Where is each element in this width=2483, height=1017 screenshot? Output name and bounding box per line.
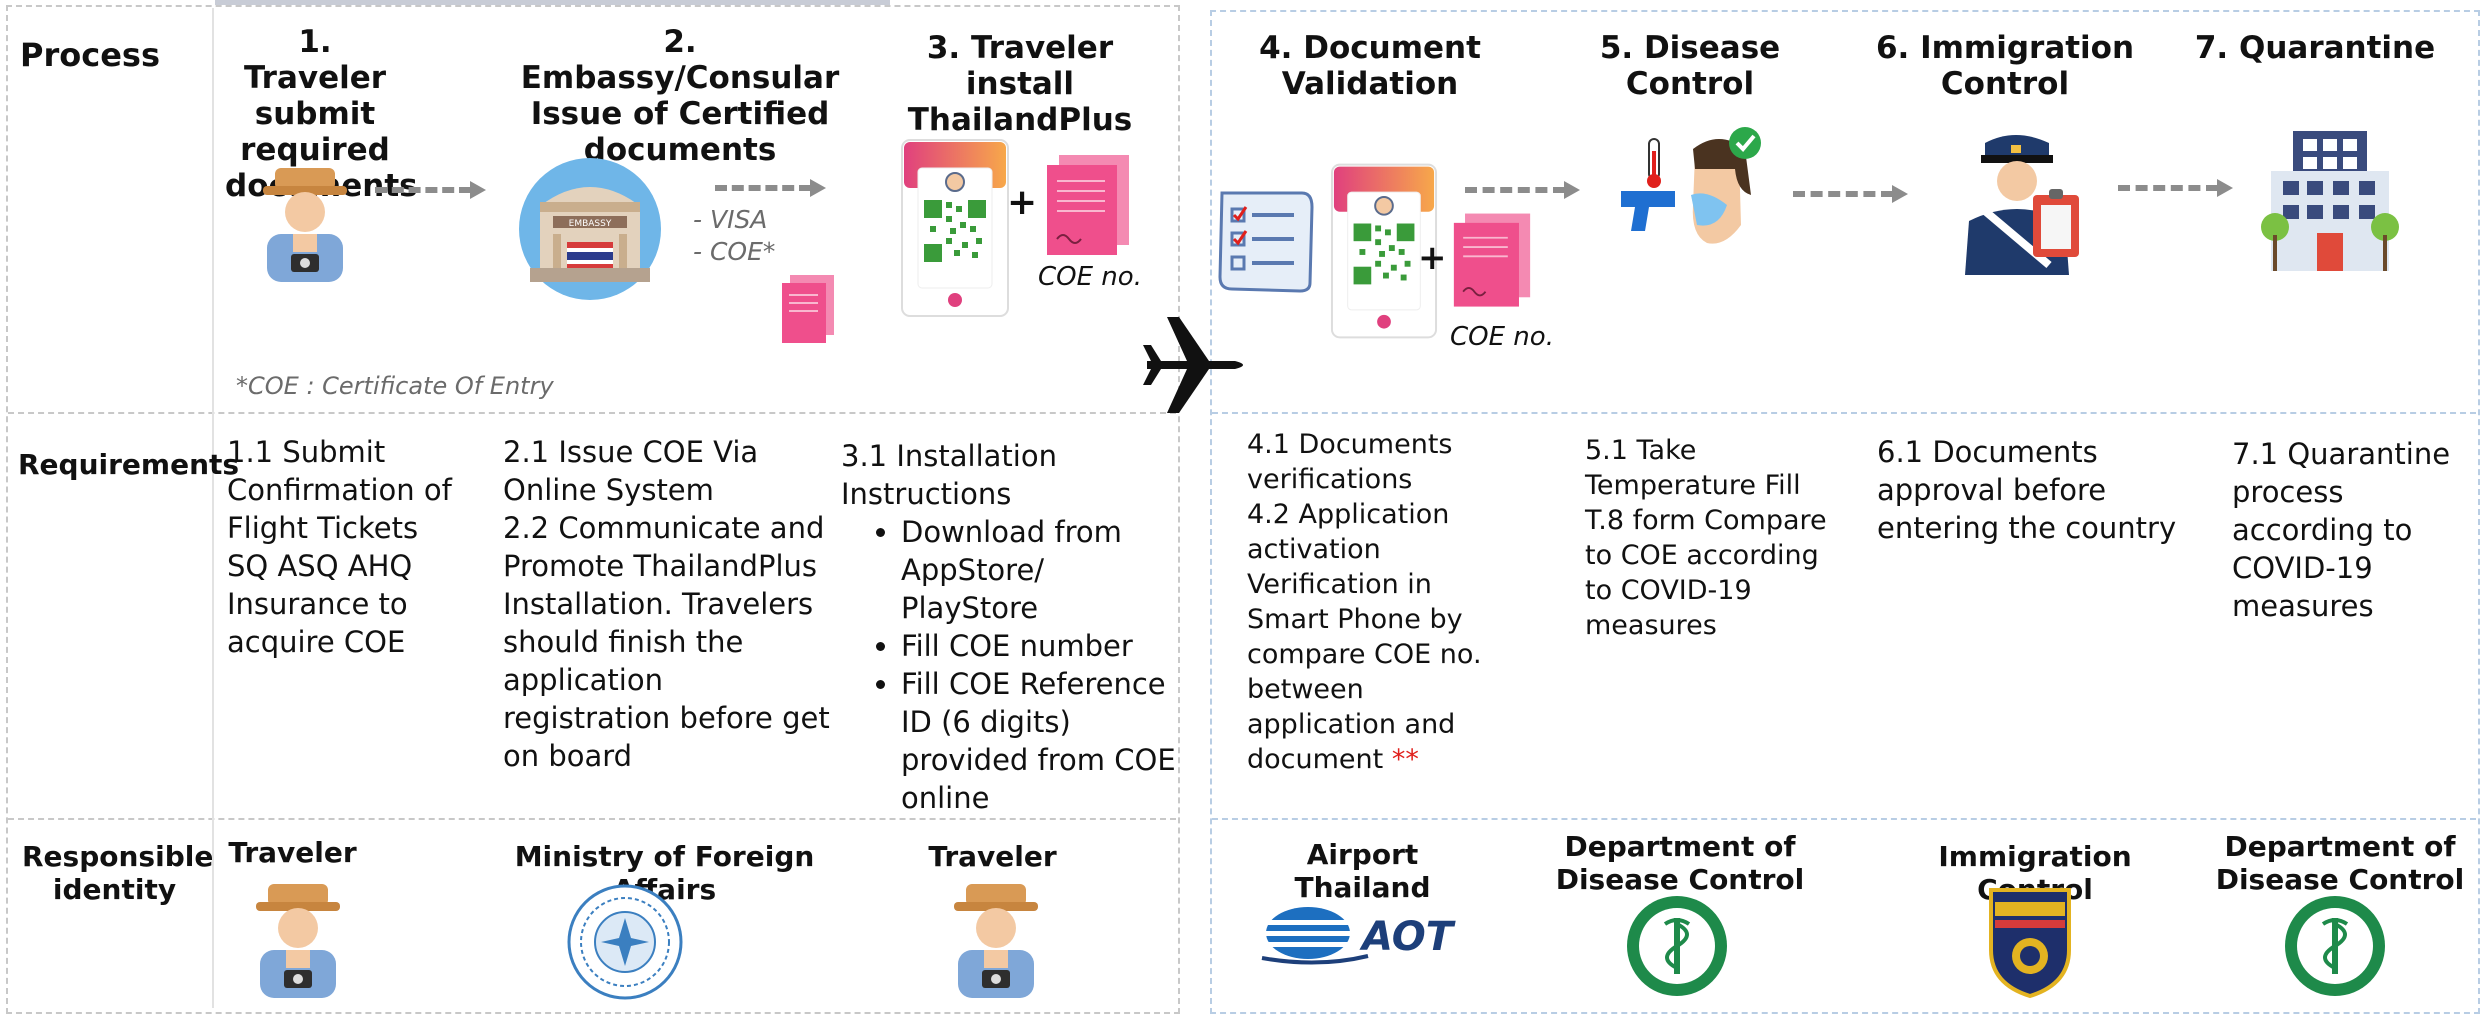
aot-logo: AOT [1261, 907, 1456, 965]
requirement-2-1: 2.1 Issue COE Via Online System [503, 435, 759, 507]
coe-no-label: COE no. [1450, 322, 1554, 352]
immigration-officer-icon [1965, 135, 2079, 275]
svg-text:EMBASSY: EMBASSY [569, 219, 612, 229]
document-icon [782, 275, 834, 343]
list-item: Download from AppStore/ PlayStore [901, 513, 1186, 627]
plus-sign: + [1007, 182, 1038, 223]
police-badge-icon [1989, 888, 2071, 999]
seal-icon [567, 884, 683, 1000]
plus-sign: + [1418, 238, 1447, 278]
requirement-4-note-mark: ** [1391, 744, 1419, 775]
list-item: Fill COE number [901, 627, 1186, 665]
step-6-heading: 6. Immigration Control [1875, 30, 2135, 102]
list-item: Fill COE Reference ID (6 digits) provide… [901, 665, 1186, 817]
column-divider [212, 8, 214, 1008]
phone-app-icon [1330, 163, 1438, 339]
step-3-heading: 3. Traveler install ThailandPlus [907, 30, 1133, 138]
responsible-7: Department of Disease Control [2215, 830, 2465, 896]
requirement-4-1: 4.1 Documents verifications [1247, 429, 1453, 495]
flow-arrow [715, 185, 811, 191]
flow-arrowhead [1892, 185, 1908, 203]
requirement-4: 4.1 Documents verifications 4.2 Applicat… [1247, 427, 1512, 777]
seal-icon [2285, 896, 2385, 996]
row-divider [8, 818, 1176, 820]
requirement-4-2: 4.2 Application activation Verification … [1247, 499, 1482, 775]
requirement-5: 5.1 Take Temperature Fill T.8 form Compa… [1585, 435, 1827, 641]
checklist-icon [1218, 191, 1314, 293]
phone-app-icon [901, 139, 1009, 317]
step-5-heading: 5. Disease Control [1599, 30, 1781, 102]
row-divider [1212, 412, 2476, 414]
traveler-icon [256, 884, 340, 998]
requirement-3: 3.1 Installation Instructions Download f… [841, 437, 1186, 817]
step-2-heading: 2. Embassy/Consular Issue of Certified d… [520, 24, 840, 168]
row-label-process: Process [20, 36, 160, 74]
requirement-2-2: 2.2 Communicate and Promote ThailandPlus… [503, 511, 830, 773]
coe-label: - COE* [693, 237, 776, 266]
requirement-3-title: 3.1 Installation Instructions [841, 439, 1057, 511]
hotel-icon [2261, 131, 2399, 271]
panel-before-flight [6, 5, 1180, 1014]
coe-no-label: COE no. [1038, 262, 1142, 292]
responsible-1: Traveler [228, 836, 357, 869]
requirement-7: 7.1 Quarantine process according to COVI… [2232, 437, 2451, 623]
row-divider [8, 412, 1176, 414]
airplane-icon [1143, 317, 1243, 413]
document-icon [1047, 155, 1129, 255]
responsible-4: Airport Thailand [1294, 838, 1431, 904]
coe-footnote: *COE : Certificate Of Entry [236, 372, 554, 400]
flow-arrow [1465, 187, 1565, 193]
visa-label: - VISA [693, 205, 768, 234]
flow-arrow [375, 187, 471, 193]
requirement-3-list: Download from AppStore/ PlayStore Fill C… [841, 513, 1186, 817]
panel-after-arrival [1210, 10, 2480, 1014]
document-icon [1453, 213, 1531, 307]
responsible-5: Department of Disease Control [1555, 830, 1805, 896]
seal-icon [1627, 896, 1727, 996]
traveler-icon [263, 168, 347, 282]
row-label-responsible: Responsible identity [22, 840, 214, 906]
flow-arrowhead [470, 181, 486, 199]
flow-arrowhead [2217, 179, 2233, 197]
step-7-heading: 7. Quarantine [2194, 30, 2436, 66]
flow-arrowhead [1564, 181, 1580, 199]
flow-arrow [2118, 185, 2218, 191]
traveler-icon [954, 884, 1038, 998]
flow-arrowhead [810, 179, 826, 197]
row-divider [1212, 818, 2476, 820]
row-label-requirements: Requirements [18, 448, 240, 481]
flow-arrow [1793, 191, 1893, 197]
thermometer-icon [1621, 127, 1761, 244]
requirement-6: 6.1 Documents approval before entering t… [1877, 435, 2177, 545]
requirement-1: 1.1 Submit Confirmation of Flight Ticket… [227, 435, 452, 659]
responsible-3: Traveler [928, 840, 1057, 873]
svg-text:AOT: AOT [1359, 914, 1456, 960]
embassy-icon: EMBASSY [519, 158, 661, 300]
step-4-heading: 4. Document Validation [1259, 30, 1481, 102]
top-bar [215, 0, 890, 5]
